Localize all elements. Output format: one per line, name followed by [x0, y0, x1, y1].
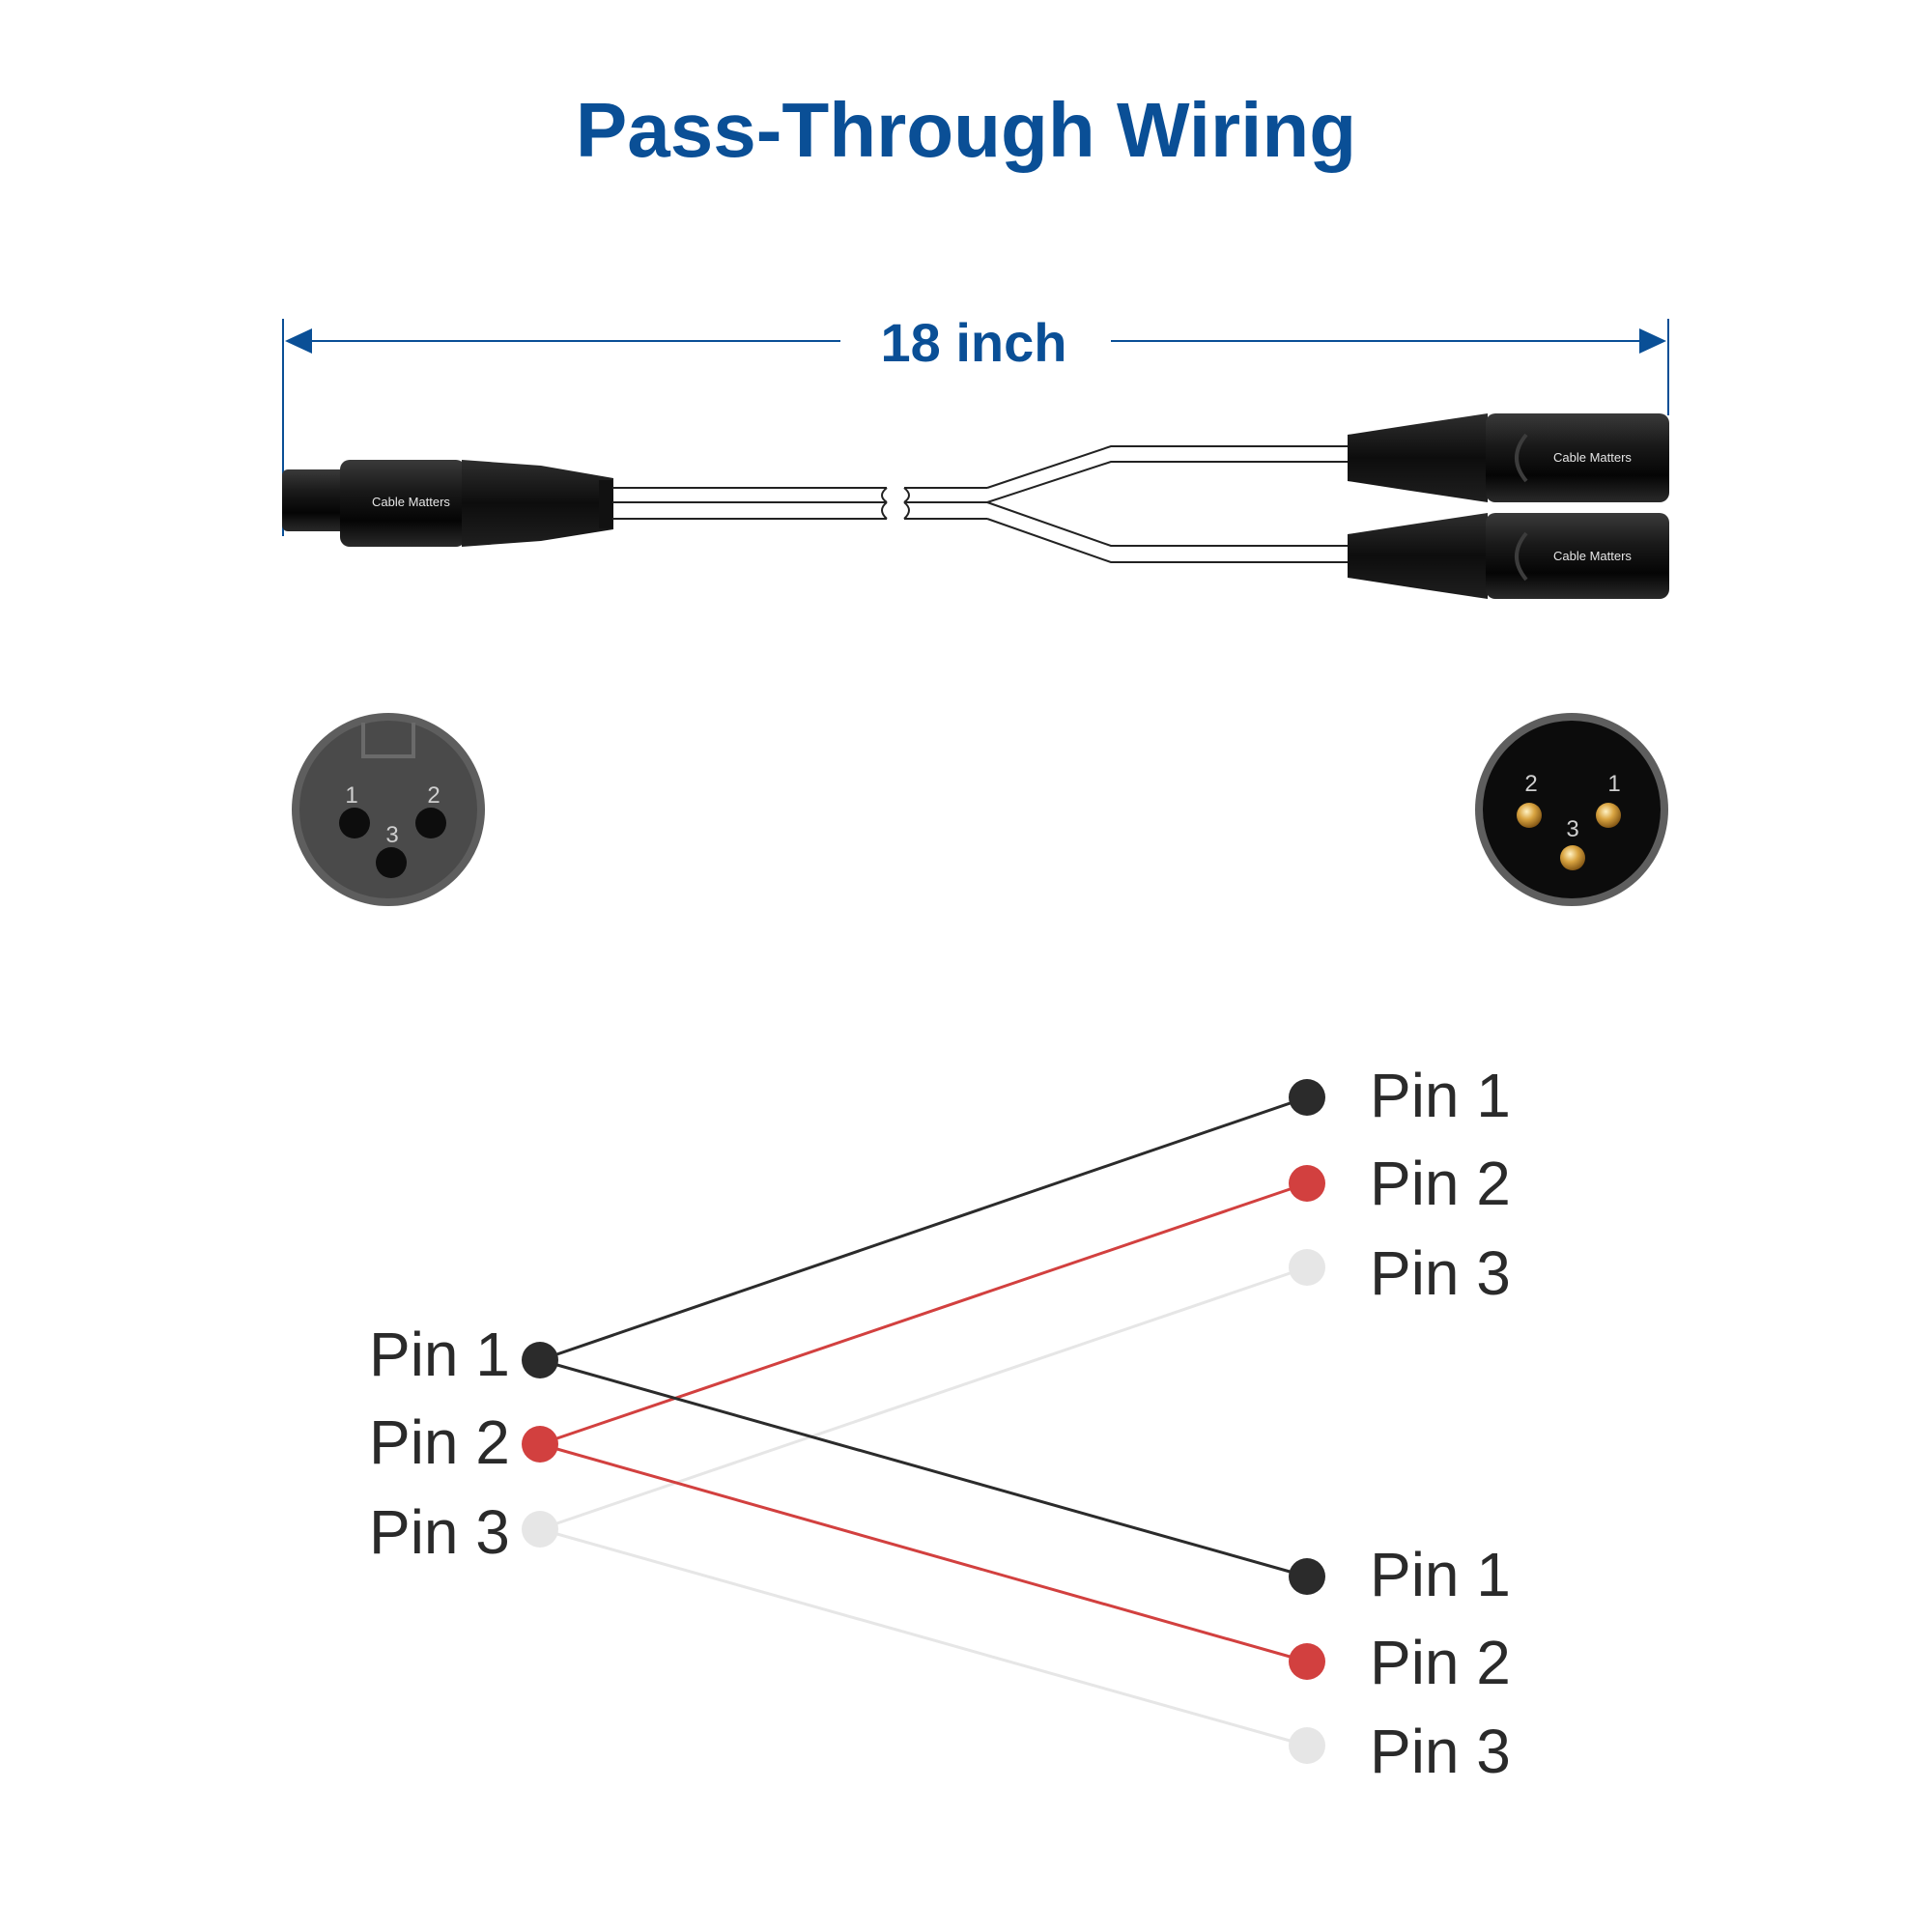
source-pins: Pin 1 Pin 2 Pin 3: [369, 1320, 558, 1567]
source-pin-2-label: Pin 2: [369, 1407, 510, 1477]
male-pin-3-number: 3: [1566, 816, 1578, 842]
top-pin-2-dot: [1289, 1165, 1325, 1202]
length-label: 18 inch: [881, 312, 1067, 373]
male-connector-face: 2 1 3: [1475, 713, 1668, 906]
bottom-pin-2-label: Pin 2: [1370, 1628, 1511, 1697]
brand-mark-top: Cable Matters: [1553, 450, 1632, 465]
top-pin-3-dot: [1289, 1249, 1325, 1286]
female-xlr-connector: Cable Matters: [282, 460, 613, 547]
top-pin-1-label: Pin 1: [1370, 1061, 1511, 1130]
wire-pin2-top: [539, 1181, 1308, 1446]
male-pin-1-number: 1: [1607, 771, 1620, 797]
male-pin-2-number: 2: [1524, 771, 1537, 797]
bottom-pin-3-dot: [1289, 1727, 1325, 1764]
source-pin-3-dot: [522, 1511, 558, 1548]
bottom-pin-3-label: Pin 3: [1370, 1717, 1511, 1786]
cable-left-segment: [612, 487, 888, 520]
wire-pin1-top: [539, 1095, 1308, 1362]
cable-right-segment: [903, 445, 1348, 563]
arrow-right-icon: [1639, 328, 1666, 354]
bottom-pin-2-dot: [1289, 1643, 1325, 1680]
male-xlr-connector-top: Cable Matters: [1348, 413, 1669, 502]
source-pin-1-label: Pin 1: [369, 1320, 510, 1389]
top-pin-2-label: Pin 2: [1370, 1149, 1511, 1218]
brand-mark-left: Cable Matters: [372, 495, 450, 509]
output-bottom-pins: Pin 1 Pin 2 Pin 3: [1289, 1540, 1511, 1786]
source-pin-1-dot: [522, 1342, 558, 1378]
female-pin-1-number: 1: [345, 782, 357, 809]
page-title: Pass-Through Wiring: [576, 87, 1356, 173]
male-xlr-connector-bottom: Cable Matters: [1348, 513, 1669, 599]
top-pin-1-dot: [1289, 1079, 1325, 1116]
arrow-left-icon: [285, 328, 312, 354]
bottom-pin-1-dot: [1289, 1558, 1325, 1595]
female-connector-face: 1 2 3: [292, 713, 485, 906]
length-dimension: 18 inch: [282, 312, 1669, 536]
wiring-lines: [539, 1095, 1308, 1747]
cable-illustration: Cable Matters Cable Matters: [282, 413, 1669, 599]
female-pin-3-number: 3: [385, 822, 398, 848]
output-top-pins: Pin 1 Pin 2 Pin 3: [1289, 1061, 1511, 1308]
top-pin-3-label: Pin 3: [1370, 1238, 1511, 1308]
female-pin-2-number: 2: [427, 782, 440, 809]
wire-pin1-bottom: [539, 1358, 1308, 1578]
source-pin-3-label: Pin 3: [369, 1497, 510, 1567]
wire-pin3-top: [539, 1265, 1308, 1531]
brand-mark-bottom: Cable Matters: [1553, 549, 1632, 563]
bottom-pin-1-label: Pin 1: [1370, 1540, 1511, 1609]
wire-pin3-bottom: [539, 1527, 1308, 1747]
source-pin-2-dot: [522, 1426, 558, 1463]
wire-pin2-bottom: [539, 1442, 1308, 1663]
